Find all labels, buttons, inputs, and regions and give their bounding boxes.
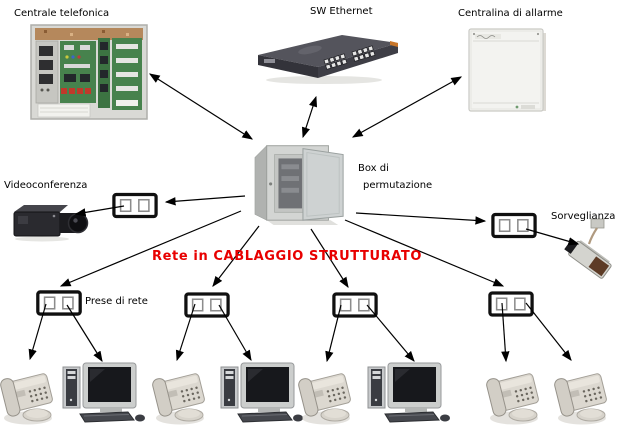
arrow-box-to-presa-sorveglianza (355, 212, 487, 225)
label-centralina-di-allarme: Centralina di allarme (458, 8, 563, 19)
label-prese-di-rete: Prese di rete (85, 296, 148, 307)
desk-phone-icon-4 (486, 366, 542, 426)
network-socket-sorveglianza (491, 212, 537, 239)
label-videoconferenza: Videoconferenza (4, 180, 88, 191)
desk-phone-icon-1 (0, 366, 56, 426)
alarm-panel-icon (467, 27, 547, 115)
arrow-box-to-sw-ethernet (301, 95, 318, 139)
label-box-line2: permutazione (363, 180, 433, 191)
diagram-title: Rete in CABLAGGIO STRUTTURATO (152, 249, 422, 264)
desk-phone-icon-3 (298, 366, 354, 426)
surveillance-camera-icon (563, 218, 625, 288)
videoconference-camera-icon (10, 200, 90, 242)
desktop-computer-icon-1 (60, 362, 148, 424)
desktop-computer-icon-3 (365, 362, 453, 424)
label-box-line1: Box di (358, 163, 389, 174)
patch-box-icon (252, 132, 350, 228)
desk-phone-icon-2 (152, 366, 208, 426)
network-socket-videoconferenza (112, 192, 158, 219)
desktop-computer-icon-2 (218, 362, 306, 424)
arrow-box-to-centralina-allarme (351, 76, 463, 138)
arrow-box-to-presa-videoconferenza (164, 195, 246, 206)
label-centrale-telefonica: Centrale telefonica (14, 8, 110, 19)
network-socket-4 (488, 291, 534, 317)
desk-phone-icon-5 (554, 366, 610, 426)
label-sw-ethernet: SW Ethernet (310, 6, 373, 17)
network-socket-2 (184, 292, 230, 318)
network-socket-3 (332, 292, 378, 318)
label-box-di-permutazione: Box di permutazione (358, 160, 432, 194)
network-socket-1 (35, 290, 83, 316)
arrow-box-to-centrale-telefonica (148, 73, 254, 140)
label-sorveglianza: Sorveglianza (551, 211, 616, 222)
ethernet-switch-icon (252, 28, 402, 86)
telephone-exchange-icon (30, 24, 148, 120)
